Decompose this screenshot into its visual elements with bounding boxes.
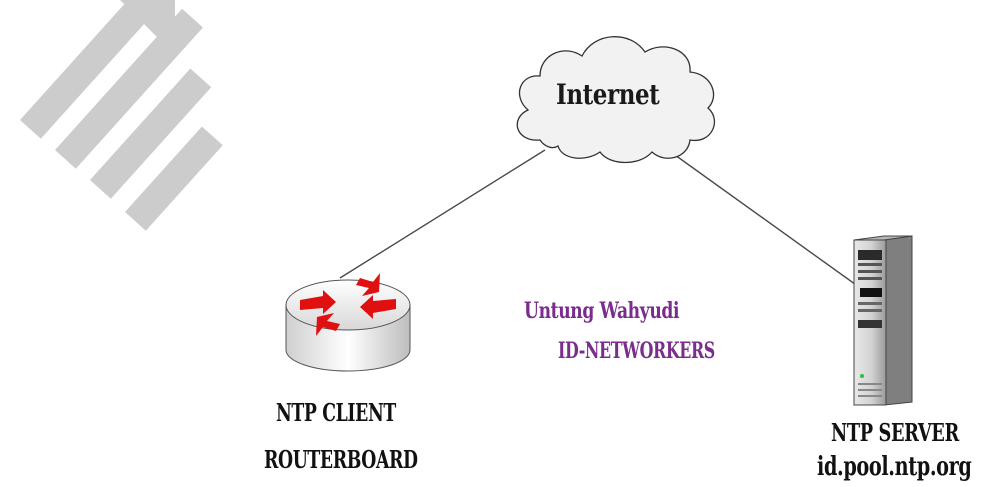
server-tower-icon — [853, 235, 913, 406]
router-icon — [285, 273, 411, 372]
cloud-icon — [516, 36, 716, 164]
internet-label: Internet — [556, 78, 660, 111]
server-label-title: NTP SERVER — [831, 418, 959, 447]
client-label-device: ROUTERBOARD — [264, 445, 418, 474]
watermark-logo — [20, 0, 223, 231]
server-label-host: id.pool.ntp.org — [817, 452, 972, 482]
credit-org: ID-NETWORKERS — [558, 338, 715, 364]
link-internet-server — [667, 149, 867, 293]
client-label-title: NTP CLIENT — [276, 398, 396, 427]
link-client-internet — [339, 149, 546, 279]
credit-author: Untung Wahyudi — [524, 298, 680, 324]
